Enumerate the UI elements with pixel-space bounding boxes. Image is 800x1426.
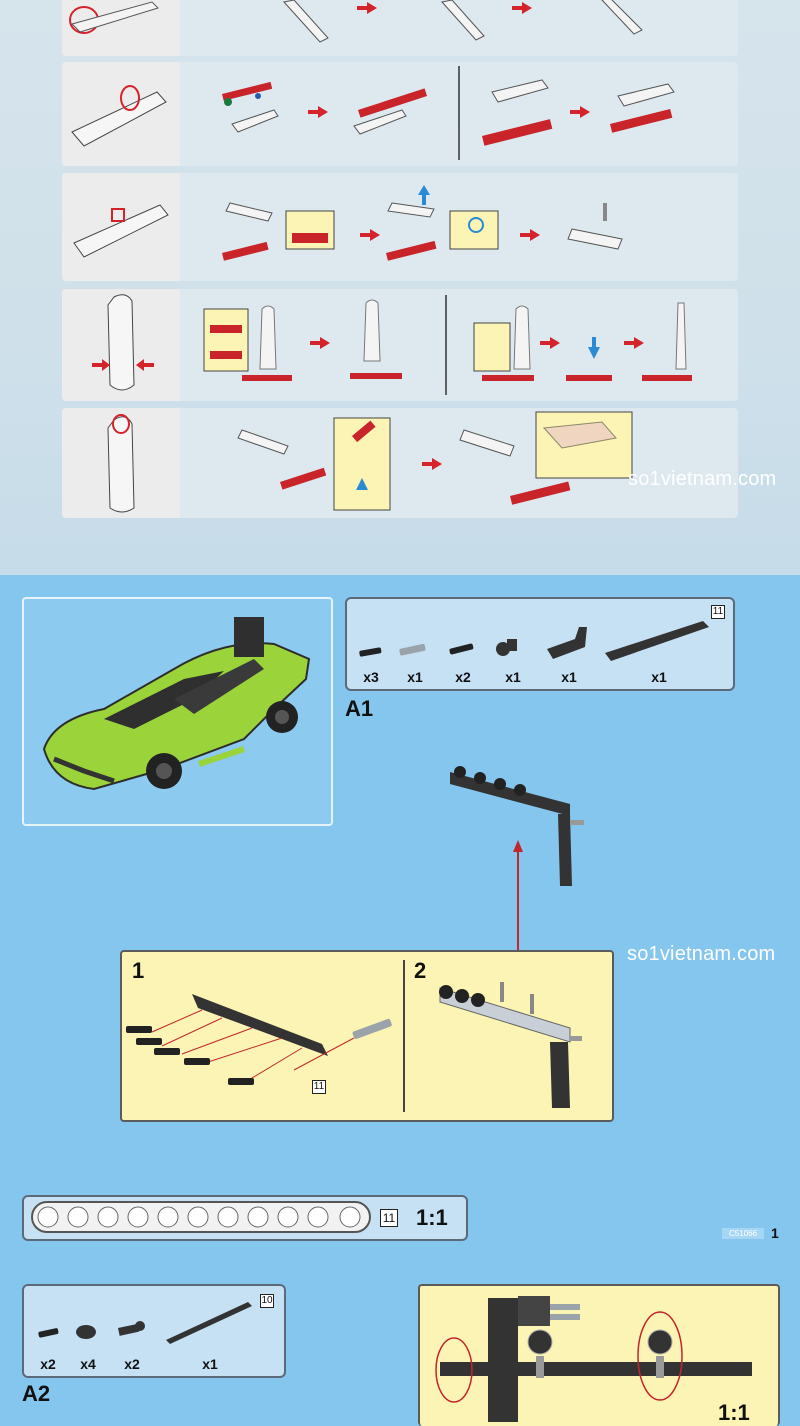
black-pin-icon	[38, 1328, 59, 1338]
assembly-arrow	[513, 840, 523, 950]
step-2-illustration	[439, 982, 582, 1108]
count-label: x1	[407, 669, 423, 685]
ruler-scale-label: 1:1	[416, 1205, 448, 1230]
section-label-a2: A2	[22, 1381, 51, 1406]
instruction-row	[62, 62, 738, 166]
count-label: x2	[40, 1356, 56, 1372]
axle-connector-icon	[118, 1321, 145, 1336]
beam-11-ruler	[31, 1201, 371, 1233]
step-1-illustration	[126, 994, 392, 1085]
ruler-panel: 11 1:1	[22, 1195, 468, 1241]
count-label: x1	[651, 669, 667, 685]
axle-10-icon	[166, 1302, 252, 1344]
count-label: x1	[202, 1356, 218, 1372]
beam-size-tag: 11	[312, 1080, 326, 1094]
tool-step-illustration	[107, 411, 633, 513]
count-label: x4	[80, 1356, 96, 1372]
scale-label: 1:1	[718, 1400, 750, 1425]
parts-panel-a2: x2 x4 x2 x1 10	[22, 1284, 286, 1378]
black-connector-icon	[496, 639, 517, 656]
watermark: so1vietnam.com	[627, 943, 776, 965]
product-code: C51066	[722, 1228, 764, 1239]
watermark: so1vietnam.com	[628, 468, 777, 490]
tool-step-illustration	[71, 66, 675, 160]
tool-step-illustration	[92, 294, 692, 395]
tool-step-illustration	[69, 0, 643, 43]
count-label: x2	[124, 1356, 140, 1372]
count-label: x3	[363, 669, 379, 685]
scale-callout-a2: 1:1	[418, 1284, 780, 1426]
axle-scale-illustration	[435, 1296, 752, 1422]
tool-instructions-section: so1vietnam.com	[0, 0, 800, 575]
parts-panel-a1: x3 x1 x2 x1 x1 x1 11	[345, 597, 735, 691]
page-number: 1	[771, 1225, 779, 1241]
instruction-row	[62, 0, 738, 56]
count-label: x1	[561, 669, 577, 685]
tool-step-illustration	[73, 185, 623, 261]
parts-icons-a2	[38, 1302, 252, 1344]
black-pin-icon	[359, 647, 382, 657]
step-number: 1	[132, 958, 145, 983]
section-label-a1: A1	[345, 696, 374, 721]
l-beam-icon	[547, 627, 587, 659]
ruler-size-tag: 11	[380, 1209, 398, 1227]
parts-icons-a1	[359, 621, 709, 661]
car-model-image	[42, 617, 311, 791]
beam-size-tag: 11	[711, 605, 725, 619]
instruction-row	[62, 408, 738, 518]
instruction-row	[62, 173, 738, 281]
step-divider	[403, 960, 405, 1112]
instruction-row	[62, 289, 738, 401]
grey-axle-pin-icon	[399, 643, 426, 656]
count-label: x1	[505, 669, 521, 685]
count-label: x2	[455, 669, 471, 685]
black-friction-pin-icon	[449, 643, 474, 655]
assembly-result-a1	[450, 766, 584, 886]
bush-icon	[76, 1325, 96, 1339]
steps-callout: 1 2 11	[120, 950, 614, 1122]
car-preview-frame	[22, 597, 333, 826]
step-number: 2	[414, 958, 427, 983]
axle-size-tag: 10	[260, 1294, 274, 1308]
beam-11-icon	[605, 621, 709, 661]
